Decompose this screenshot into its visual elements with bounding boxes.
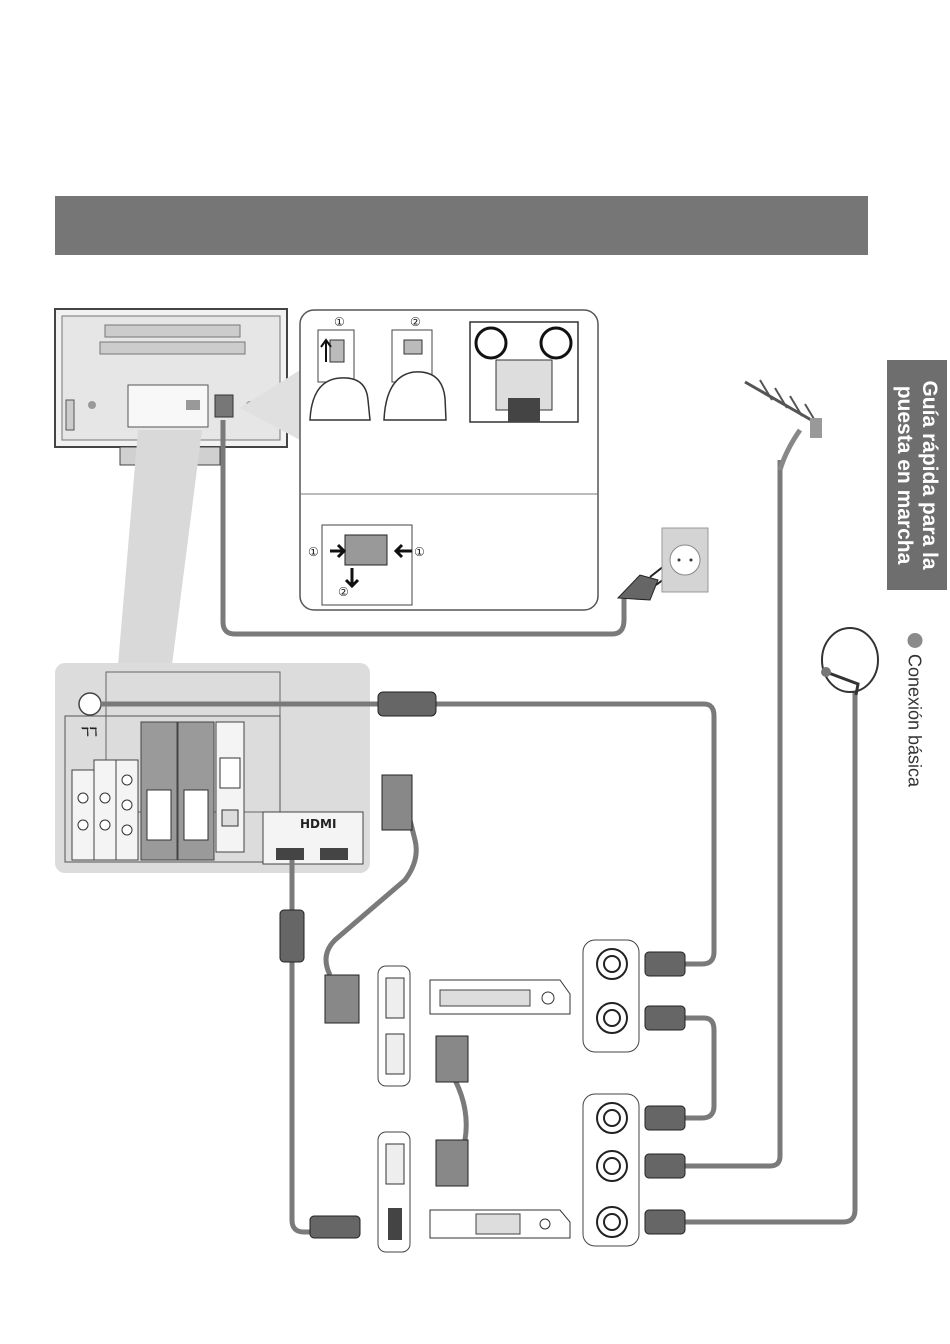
antenna-symbol: ℸℸ (81, 725, 97, 739)
scart-plug (382, 775, 412, 830)
scart-plug (436, 1036, 468, 1082)
wall-socket-icon (662, 528, 708, 592)
step2-label: ② (410, 315, 421, 329)
scart-cable-2 (455, 1080, 466, 1140)
scart-plug (325, 975, 359, 1023)
hdmi-port-2 (320, 848, 348, 860)
fit-step2: ② (338, 585, 349, 599)
satellite-cable (680, 690, 855, 1222)
satellite-dish-icon (821, 628, 878, 695)
terminal-panel: ℸℸ HDMI (55, 663, 370, 873)
vcr-icon (430, 980, 570, 1014)
rf-cable-loop (680, 1018, 714, 1118)
power-callout: ① ② ① ① ② (300, 310, 598, 610)
antenna-port (79, 693, 101, 715)
fit-step1-left: ① (308, 545, 319, 559)
set-top-box-icon (430, 1210, 570, 1238)
power-plug-icon (618, 566, 668, 600)
hdmi-port-1 (276, 848, 304, 860)
rf-connector (378, 692, 436, 716)
step1-label: ① (334, 315, 345, 329)
hdmi-plug (280, 910, 304, 962)
hdmi-logo: HDMI (300, 817, 336, 831)
fit-step1-right: ① (414, 545, 425, 559)
scart-plug (436, 1140, 468, 1186)
aerial-antenna-icon (745, 380, 822, 470)
hdmi-plug (310, 1216, 360, 1238)
